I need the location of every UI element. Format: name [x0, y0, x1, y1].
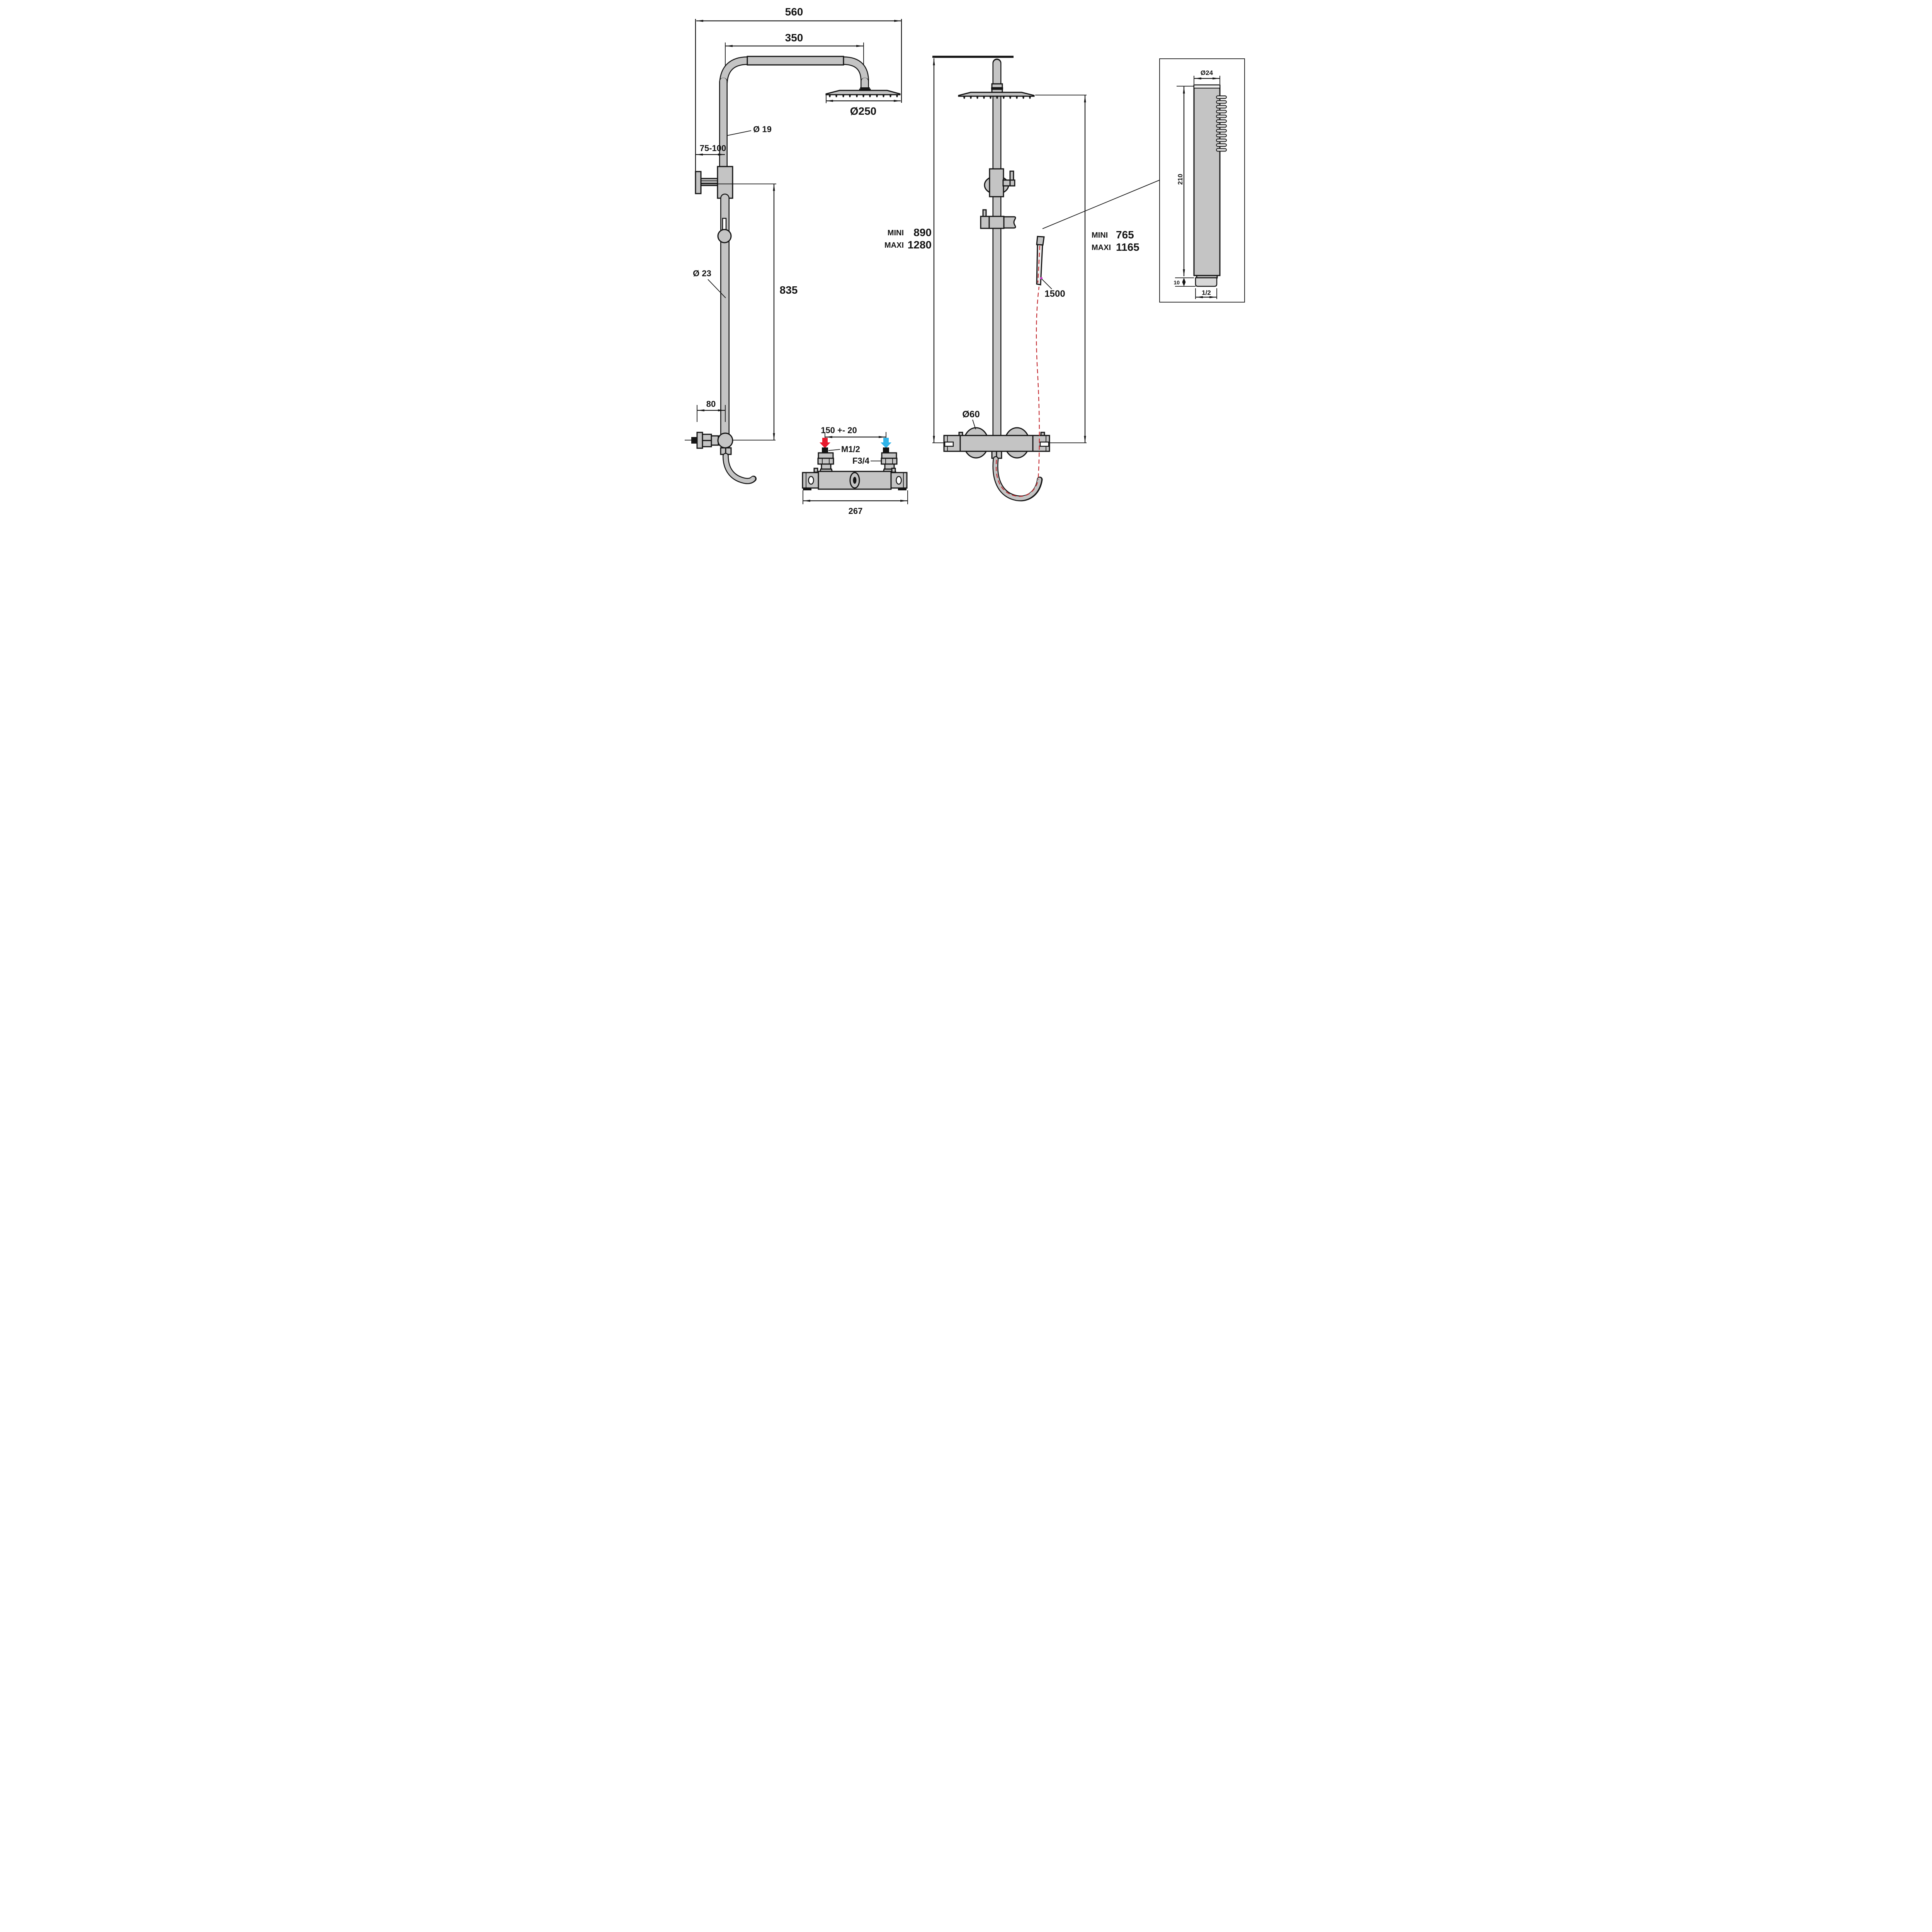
valve-connector	[711, 435, 719, 446]
wall-offset-label: 75-100	[700, 143, 726, 153]
hose-centerline	[996, 459, 1039, 497]
hot-thread-label: M1/2	[841, 444, 860, 454]
dim-835-label: 835	[780, 284, 798, 296]
knob-diameter-leader	[972, 419, 976, 430]
dim-250-label: Ø250	[850, 105, 877, 117]
holder-cup	[1003, 216, 1016, 229]
wall-bracket-arm	[700, 178, 718, 186]
body-width-label: 267	[849, 506, 863, 516]
right-screw-hole	[896, 476, 902, 485]
handset-length-label: 210	[1177, 174, 1184, 185]
column-diameter-leader	[707, 279, 726, 298]
knob-diameter-label: Ø60	[962, 409, 980, 420]
cold-inlet-thread	[883, 447, 889, 453]
head-max-value: 1165	[1116, 241, 1139, 253]
cold-union-nut	[881, 457, 898, 465]
shower-column-technical-drawing: 560 350 Ø250 Ø 19 75-10	[674, 0, 1258, 544]
spout-offset-label: 80	[706, 399, 716, 409]
handset-cap-front	[1036, 236, 1045, 246]
hose-length-label: 1500	[1044, 289, 1065, 299]
hot-union-nut	[817, 457, 834, 465]
inlet-spacing-label: 150 +- 20	[821, 425, 857, 435]
dim-10-arrow-up	[1182, 278, 1186, 282]
overall-min-value: 890	[913, 226, 932, 238]
cold-water-arrow-icon	[881, 438, 891, 448]
mixer-left-slot	[944, 441, 954, 447]
diverter-lever-pin	[1009, 170, 1014, 181]
wall-bracket-flange	[695, 171, 702, 194]
left-screw-hole	[808, 476, 814, 485]
wall-bracket-block	[717, 166, 733, 199]
left-side-view: 560 350 Ø250 Ø 19 75-10	[685, 6, 902, 484]
handset-thread-label: 1/2	[1202, 289, 1211, 296]
front-view: MINI 890 MAXI 1280 MINI 765 MAXI 1165 Ø6…	[884, 56, 1160, 502]
holder-body	[980, 216, 1005, 229]
hot-inlet-thread	[822, 447, 828, 453]
rain-head-front	[958, 92, 1035, 97]
slider-slot	[722, 218, 727, 231]
front-head-collar	[991, 87, 1003, 90]
cold-thread-label: F3/4	[852, 456, 870, 466]
valve-body-side	[717, 432, 733, 449]
diverter-lever	[1002, 179, 1015, 187]
mixer-valve-detail: 150 +- 20 M1/2 F3/4	[802, 425, 908, 516]
head-min-label: MINI	[1092, 231, 1108, 240]
handset-detail-leader	[1042, 180, 1160, 229]
riser-diameter-leader	[726, 130, 752, 136]
head-min-value: 765	[1116, 229, 1134, 241]
head-collar-nut	[860, 87, 870, 90]
holder-pin	[982, 209, 987, 218]
hot-water-arrow-icon	[820, 438, 830, 448]
handset-cap-detail	[1194, 85, 1220, 88]
mixer-front-body	[943, 435, 1050, 452]
technical-drawing-page: 560 350 Ø250 Ø 19 75-10	[674, 0, 1258, 544]
overall-min-label: MINI	[888, 229, 904, 237]
column-diameter-label: Ø 23	[693, 269, 711, 278]
collar-length-label: 10	[1173, 279, 1180, 286]
handset-connector	[1195, 277, 1218, 287]
dim-560-label: 560	[785, 6, 803, 18]
handset-body-detail	[1193, 84, 1221, 276]
head-max-label: MAXI	[1092, 243, 1111, 252]
slider-knob	[717, 229, 732, 243]
hose-length-leader	[1041, 279, 1052, 289]
overall-max-label: MAXI	[884, 241, 904, 250]
rain-head-side	[825, 90, 901, 95]
riser-diameter-label: Ø 19	[753, 124, 772, 134]
handset-diameter-label: Ø24	[1201, 69, 1213, 77]
dim-10-arrow-down	[1182, 282, 1186, 286]
valve-inlet-nipple	[691, 437, 697, 444]
handset-detail-panel: Ø24 210 10 1/2	[1159, 58, 1245, 303]
arm-sleeve	[747, 56, 844, 66]
hot-thread-leader	[828, 449, 840, 451]
diverter-body	[989, 168, 1004, 197]
mixer-right-slot	[1039, 441, 1049, 447]
overall-max-value: 1280	[908, 239, 932, 251]
hose-path-dashed	[1036, 286, 1040, 478]
dim-350-label: 350	[785, 32, 803, 44]
valve-flange	[696, 432, 703, 449]
